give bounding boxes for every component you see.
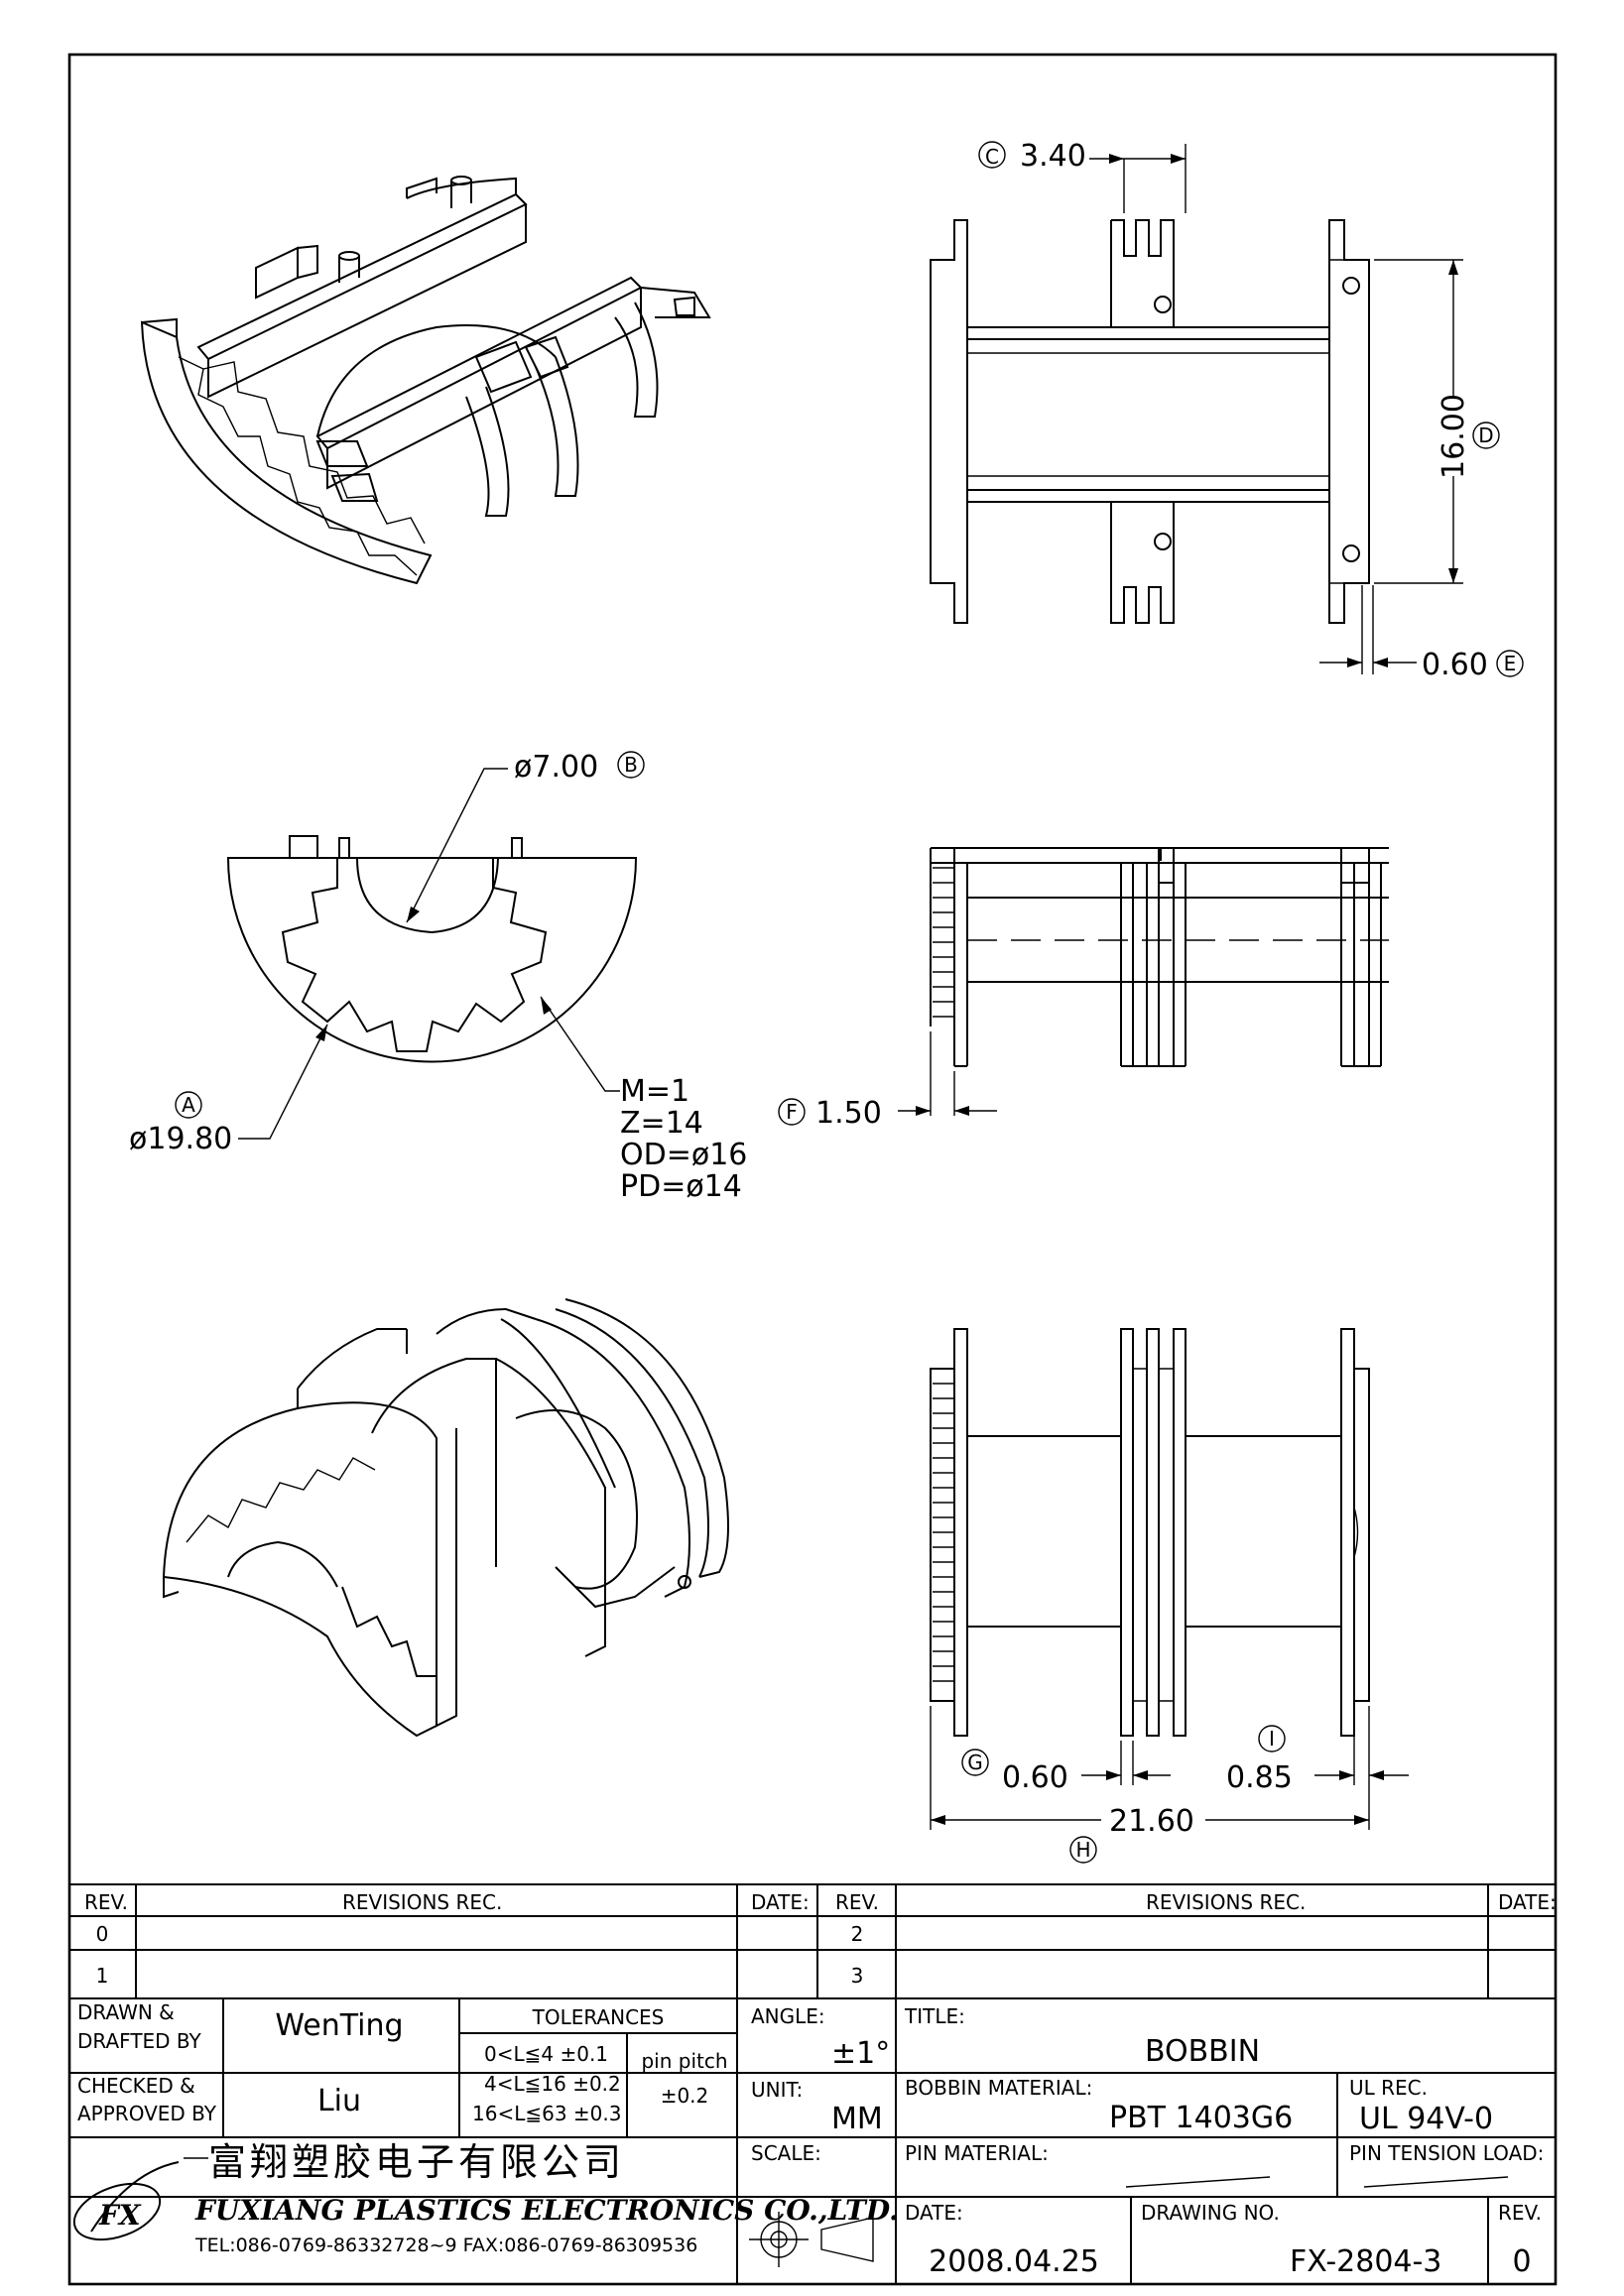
date-col-header-left: DATE:: [751, 1890, 810, 1914]
ul-rec-label: UL REC.: [1349, 2076, 1428, 2100]
checked-label-1: CHECKED &: [77, 2074, 195, 2098]
angle-label: ANGLE:: [751, 2004, 825, 2028]
rev-value: 0: [1512, 2244, 1531, 2279]
dim-i-value: 0.85: [1226, 1760, 1293, 1795]
rev-col-header-left: REV.: [84, 1890, 128, 1914]
rev-row-0: 0: [96, 1922, 109, 1946]
side-view: [898, 847, 1389, 1116]
dim-f-value: 1.50: [815, 1096, 882, 1131]
company-name-cn: 富翔塑胶电子有限公司: [208, 2140, 625, 2184]
pin-pitch-value: ±0.2: [661, 2084, 709, 2108]
company-contact: TEL:086-0769-86332728~9 FAX:086-0769-863…: [194, 2235, 697, 2256]
top-right-view: [930, 144, 1463, 674]
dim-i-marker: I: [1269, 1727, 1275, 1751]
rev-row-2: 2: [851, 1922, 864, 1946]
drawn-by-name: WenTing: [275, 2008, 403, 2043]
drawing-no-value: FX-2804-3: [1290, 2244, 1441, 2279]
tolerance-row-3: 16<L≦63 ±0.3: [472, 2102, 621, 2125]
gear-spec-od: OD=ø16: [620, 1138, 747, 1172]
pin-material-label: PIN MATERIAL:: [905, 2141, 1049, 2165]
rev-row-1: 1: [96, 1964, 109, 1988]
rev-row-3: 3: [851, 1964, 864, 1988]
unit-label: UNIT:: [751, 2078, 803, 2102]
company-name-en: FUXIANG PLASTICS ELECTRONICS CO.,LTD.: [194, 2194, 899, 2227]
date-value: 2008.04.25: [929, 2244, 1099, 2279]
dim-f-marker: F: [786, 1100, 798, 1124]
dim-a-marker: A: [182, 1093, 195, 1117]
dim-b-value: ø7.00: [514, 750, 598, 785]
pin-tension-label: PIN TENSION LOAD:: [1349, 2141, 1544, 2165]
dim-d-value: 16.00: [1437, 394, 1471, 479]
title-label: TITLE:: [904, 2004, 965, 2028]
gear-front-view: [226, 768, 638, 1140]
date-col-header-right: DATE:: [1498, 1890, 1557, 1914]
title-block: REV. REVISIONS REC. DATE: REV. REVISIONS…: [69, 1883, 1557, 2284]
revisions-col-header-left: REVISIONS REC.: [342, 1890, 502, 1914]
tolerances-label: TOLERANCES: [532, 2005, 665, 2029]
rev-label: REV.: [1498, 2201, 1542, 2225]
dim-d-marker: D: [1478, 423, 1493, 447]
bobbin-material-value: PBT 1403G6: [1109, 2101, 1293, 2135]
third-angle-projection-icon: [749, 2212, 874, 2267]
dim-h-value: 21.60: [1109, 1804, 1194, 1839]
dim-b-marker: B: [624, 753, 638, 777]
scale-label: SCALE:: [751, 2141, 821, 2165]
drawn-label-2: DRAFTED BY: [77, 2029, 202, 2053]
rev-col-header-right: REV.: [835, 1890, 879, 1914]
dim-a-value: ø19.80: [129, 1122, 232, 1156]
dimension-labels: C 3.40 D 16.00 0.60 E ø7.00 B A ø19.80 M…: [129, 139, 1524, 1864]
checked-label-2: APPROVED BY: [77, 2102, 217, 2125]
dim-c-value: 3.40: [1020, 139, 1086, 174]
dim-e-value: 0.60: [1422, 648, 1488, 682]
isometric-view-top: [140, 176, 711, 585]
dim-g-marker: G: [967, 1751, 983, 1774]
dim-c-marker: C: [985, 145, 999, 169]
isometric-view-bottom: [162, 1298, 729, 1738]
drawing-no-label: DRAWING NO.: [1141, 2201, 1280, 2225]
front-view-bottom: [930, 1328, 1409, 1830]
dim-e-marker: E: [1504, 652, 1517, 675]
revisions-col-header-right: REVISIONS REC.: [1146, 1890, 1306, 1914]
dim-g-value: 0.60: [1002, 1760, 1068, 1795]
checked-by-name: Liu: [317, 2084, 361, 2118]
tolerance-row-1: 0<L≦4 ±0.1: [484, 2042, 608, 2066]
gear-spec-z: Z=14: [620, 1106, 703, 1141]
company-logo: FX: [72, 2161, 180, 2241]
pin-pitch-label: pin pitch: [641, 2049, 727, 2073]
logo-text: FX: [98, 2199, 142, 2232]
dim-h-marker: H: [1075, 1838, 1090, 1862]
unit-value: MM: [831, 2102, 883, 2136]
bobbin-material-label: BOBBIN MATERIAL:: [905, 2076, 1092, 2100]
drawn-label-1: DRAWN &: [77, 2000, 175, 2024]
ul-rec-value: UL 94V-0: [1359, 2102, 1493, 2136]
gear-spec-pd: PD=ø14: [620, 1169, 742, 1204]
title-value: BOBBIN: [1145, 2034, 1260, 2069]
tolerance-row-2: 4<L≦16 ±0.2: [484, 2072, 621, 2096]
angle-value: ±1°: [831, 2036, 890, 2071]
drawing-frame: [67, 53, 1558, 2286]
gear-spec-m: M=1: [620, 1074, 689, 1109]
date-label: DATE:: [905, 2201, 963, 2225]
